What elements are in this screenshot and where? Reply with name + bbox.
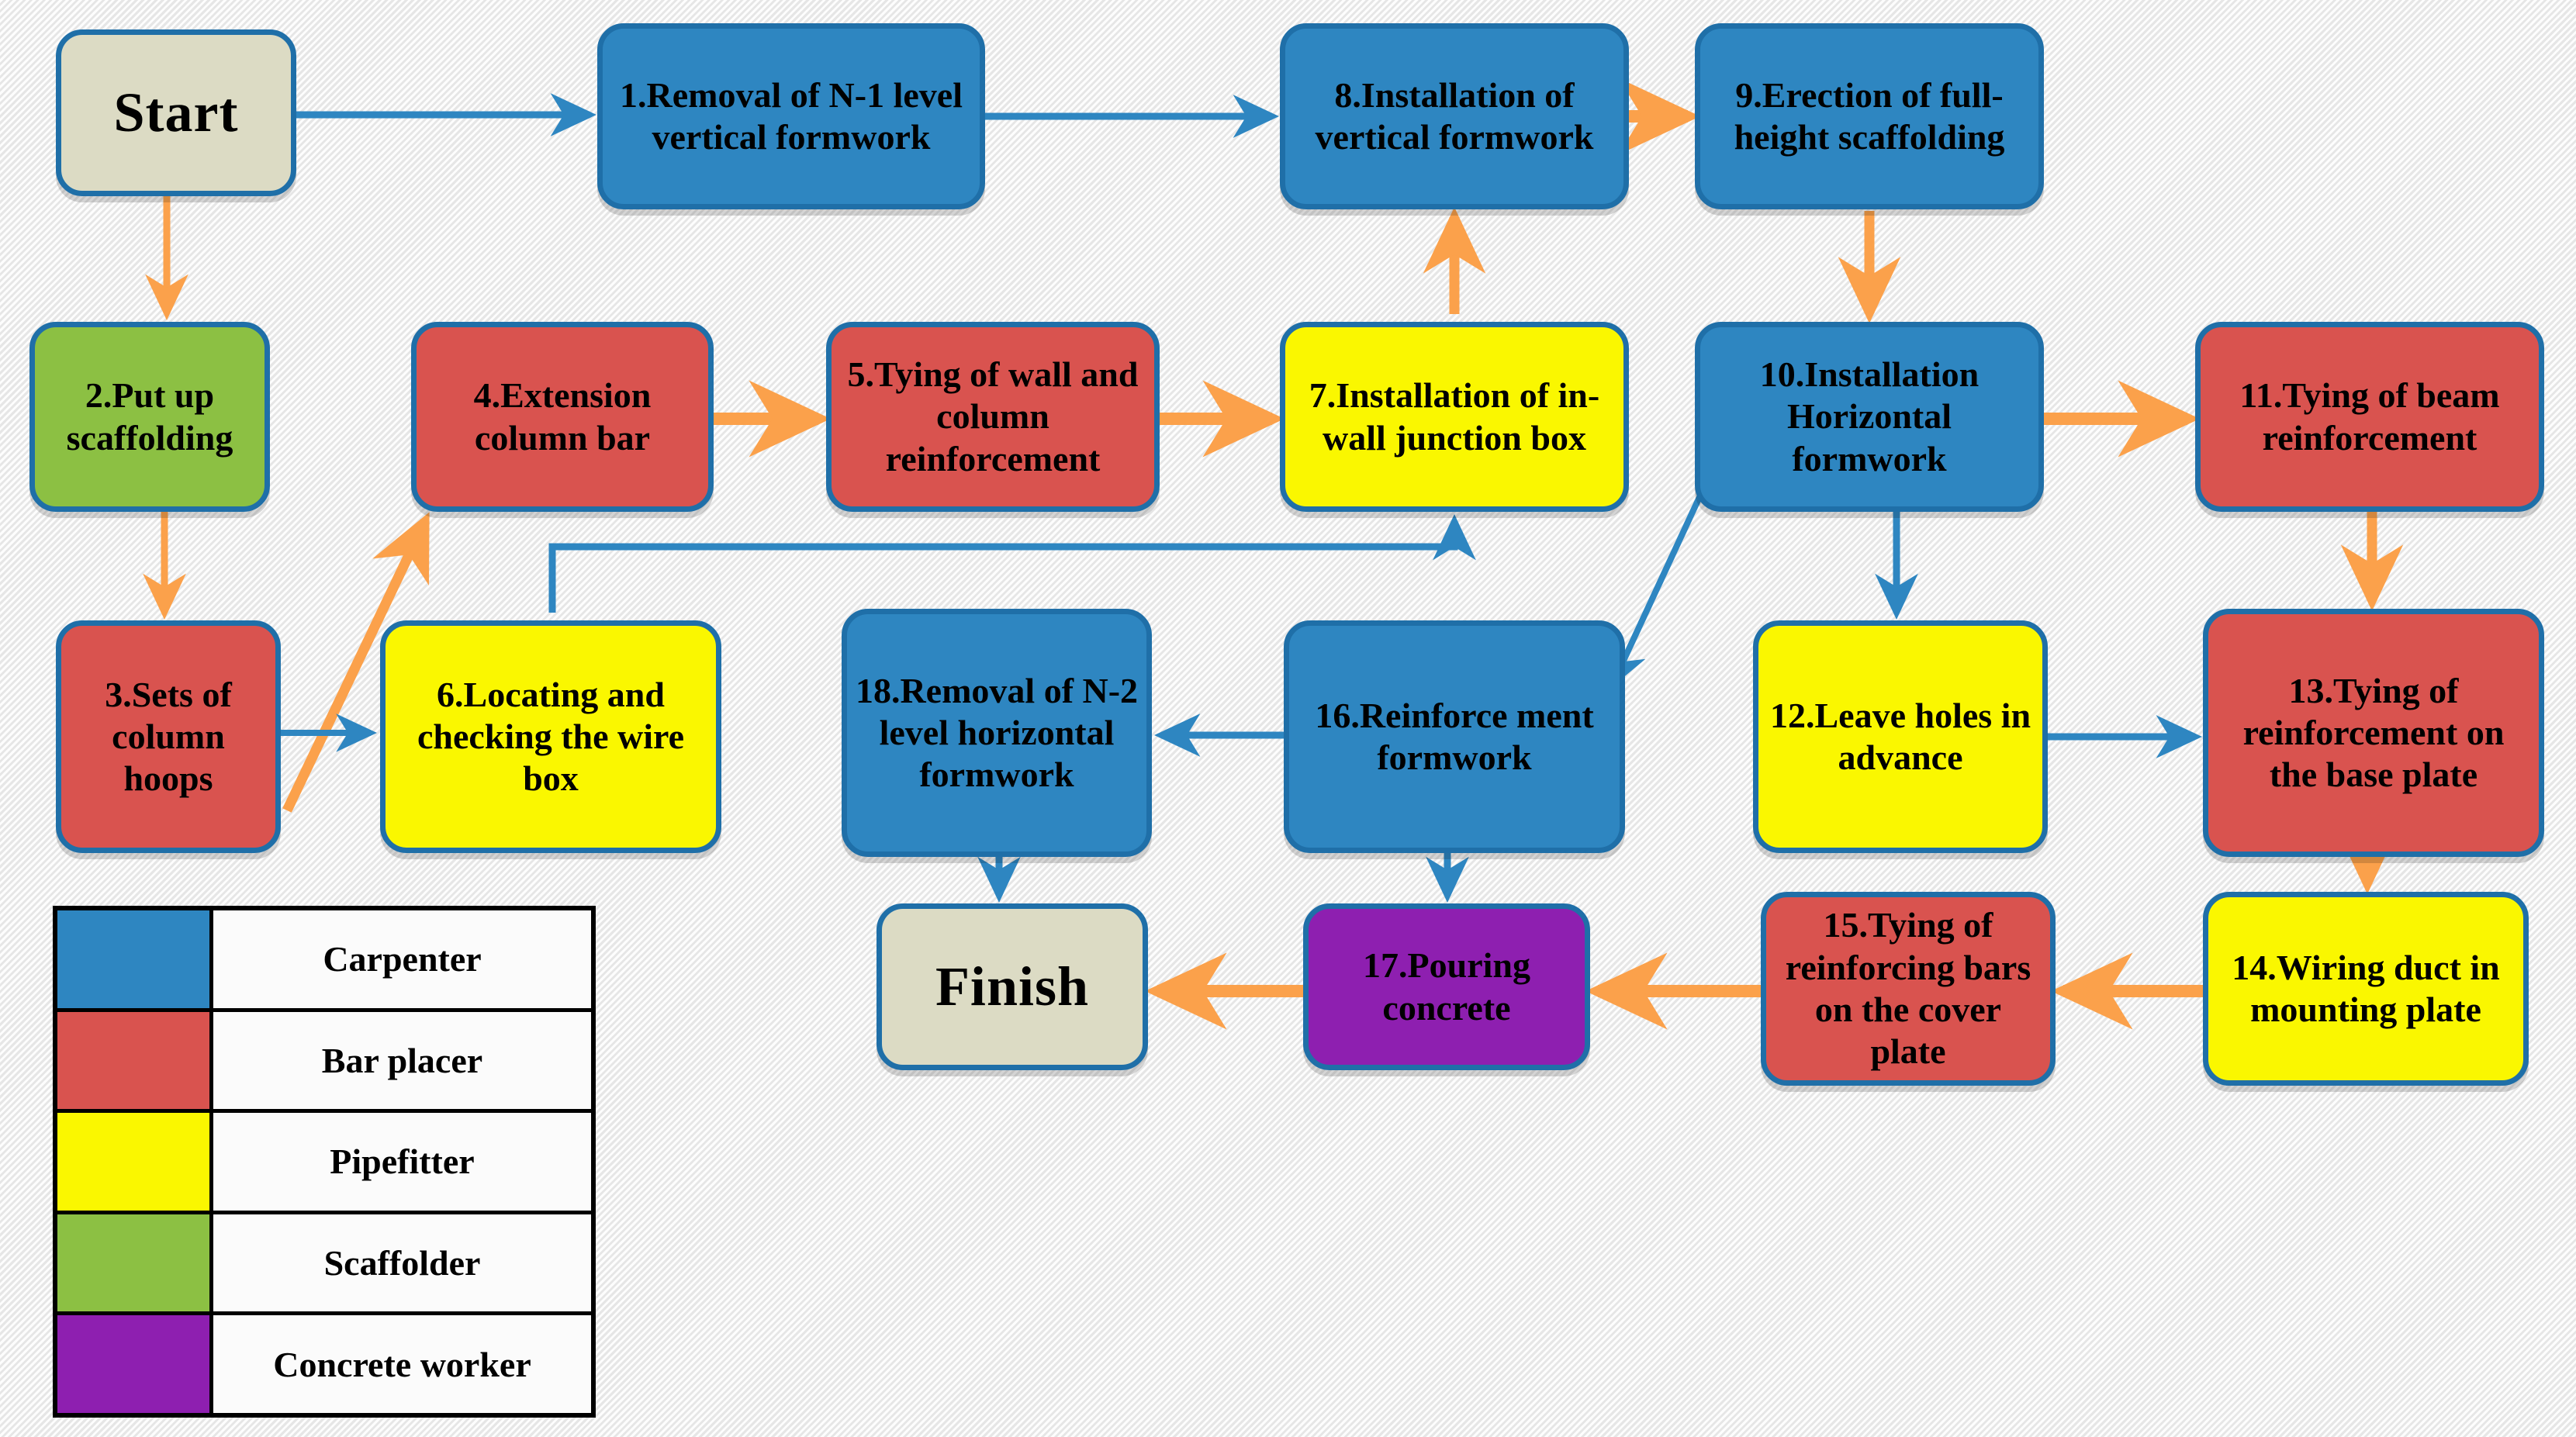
node-13-label: 13.Tying of reinforcement on the base pl… [2242,670,2505,795]
node-7-label: 7.Installation of in-wall junction box [1309,375,1600,458]
legend-row-bar-placer: Bar placer [57,1011,591,1114]
node-11[interactable]: 11.Tying of beam reinforcement [2195,322,2544,512]
node-12-label: 12.Leave holes in advance [1769,695,2031,777]
node-8[interactable]: 8.Installation of vertical formwork [1280,23,1629,209]
node-15[interactable]: 15.Tying of reinforcing bars on the cove… [1761,892,2056,1086]
legend-swatch-carpenter [57,910,213,1008]
node-6-label: 6.Locating and checking the wire box [417,674,685,799]
legend-table: Carpenter Bar placer Pipefitter Scaffold… [53,906,596,1418]
node-7[interactable]: 7.Installation of in-wall junction box [1280,322,1629,512]
node-finish-label: Finish [935,955,1090,1018]
node-16[interactable]: 16.Reinforce ment formwork [1284,620,1625,853]
legend-swatch-concrete-worker [57,1315,213,1413]
node-11-label: 11.Tying of beam reinforcement [2239,375,2500,458]
node-1-label: 1.Removal of N-1 level vertical formwork [620,74,963,157]
node-9-label: 9.Erection of full-height scaffolding [1734,74,2005,157]
node-15-label: 15.Tying of reinforcing bars on the cove… [1785,905,2031,1072]
legend-swatch-pipefitter [57,1113,213,1211]
node-5[interactable]: 5.Tying of wall and column reinforcement [826,322,1160,512]
node-9[interactable]: 9.Erection of full-height scaffolding [1695,23,2044,209]
node-4[interactable]: 4.Extension column bar [411,322,714,512]
node-16-label: 16.Reinforce ment formwork [1315,695,1594,777]
node-2[interactable]: 2.Put up scaffolding [29,322,270,512]
node-3[interactable]: 3.Sets of column hoops [56,620,281,853]
edge-6-to-7 [548,513,1476,613]
node-2-label: 2.Put up scaffolding [66,375,233,458]
legend-row-carpenter: Carpenter [57,910,591,1012]
node-6[interactable]: 6.Locating and checking the wire box [380,620,721,853]
legend-swatch-bar-placer [57,1011,213,1110]
node-5-label: 5.Tying of wall and column reinforcement [847,354,1139,478]
legend-row-concrete-worker: Concrete worker [57,1315,591,1413]
node-10-label: 10.Installation Horizontal formwork [1759,354,1980,478]
legend-label-carpenter: Carpenter [323,939,482,979]
node-8-label: 8.Installation of vertical formwork [1315,74,1594,157]
node-4-label: 4.Extension column bar [473,375,652,458]
legend-label-bar-placer: Bar placer [321,1040,483,1080]
legend-row-scaffolder: Scaffolder [57,1214,591,1316]
node-12[interactable]: 12.Leave holes in advance [1753,620,2048,853]
legend-label-scaffolder: Scaffolder [323,1243,481,1283]
node-finish[interactable]: Finish [877,903,1148,1070]
node-3-label: 3.Sets of column hoops [105,674,232,799]
node-14-label: 14.Wiring duct in mounting plate [2232,947,2500,1029]
node-1[interactable]: 1.Removal of N-1 level vertical formwork [597,23,985,209]
legend-label-concrete-worker: Concrete worker [273,1344,531,1384]
node-14[interactable]: 14.Wiring duct in mounting plate [2203,892,2529,1086]
legend-label-pipefitter: Pipefitter [330,1142,475,1182]
node-10[interactable]: 10.Installation Horizontal formwork [1695,322,2044,512]
node-start-label: Start [113,81,239,144]
node-17[interactable]: 17.Pouring concrete [1303,903,1590,1070]
node-18-label: 18.Removal of N-2 level horizontal formw… [855,670,1139,795]
node-13[interactable]: 13.Tying of reinforcement on the base pl… [2203,609,2544,857]
node-start[interactable]: Start [56,29,296,196]
node-17-label: 17.Pouring concrete [1363,945,1530,1028]
node-18[interactable]: 18.Removal of N-2 level horizontal formw… [842,609,1152,857]
legend-swatch-scaffolder [57,1214,213,1312]
legend-row-pipefitter: Pipefitter [57,1113,591,1214]
